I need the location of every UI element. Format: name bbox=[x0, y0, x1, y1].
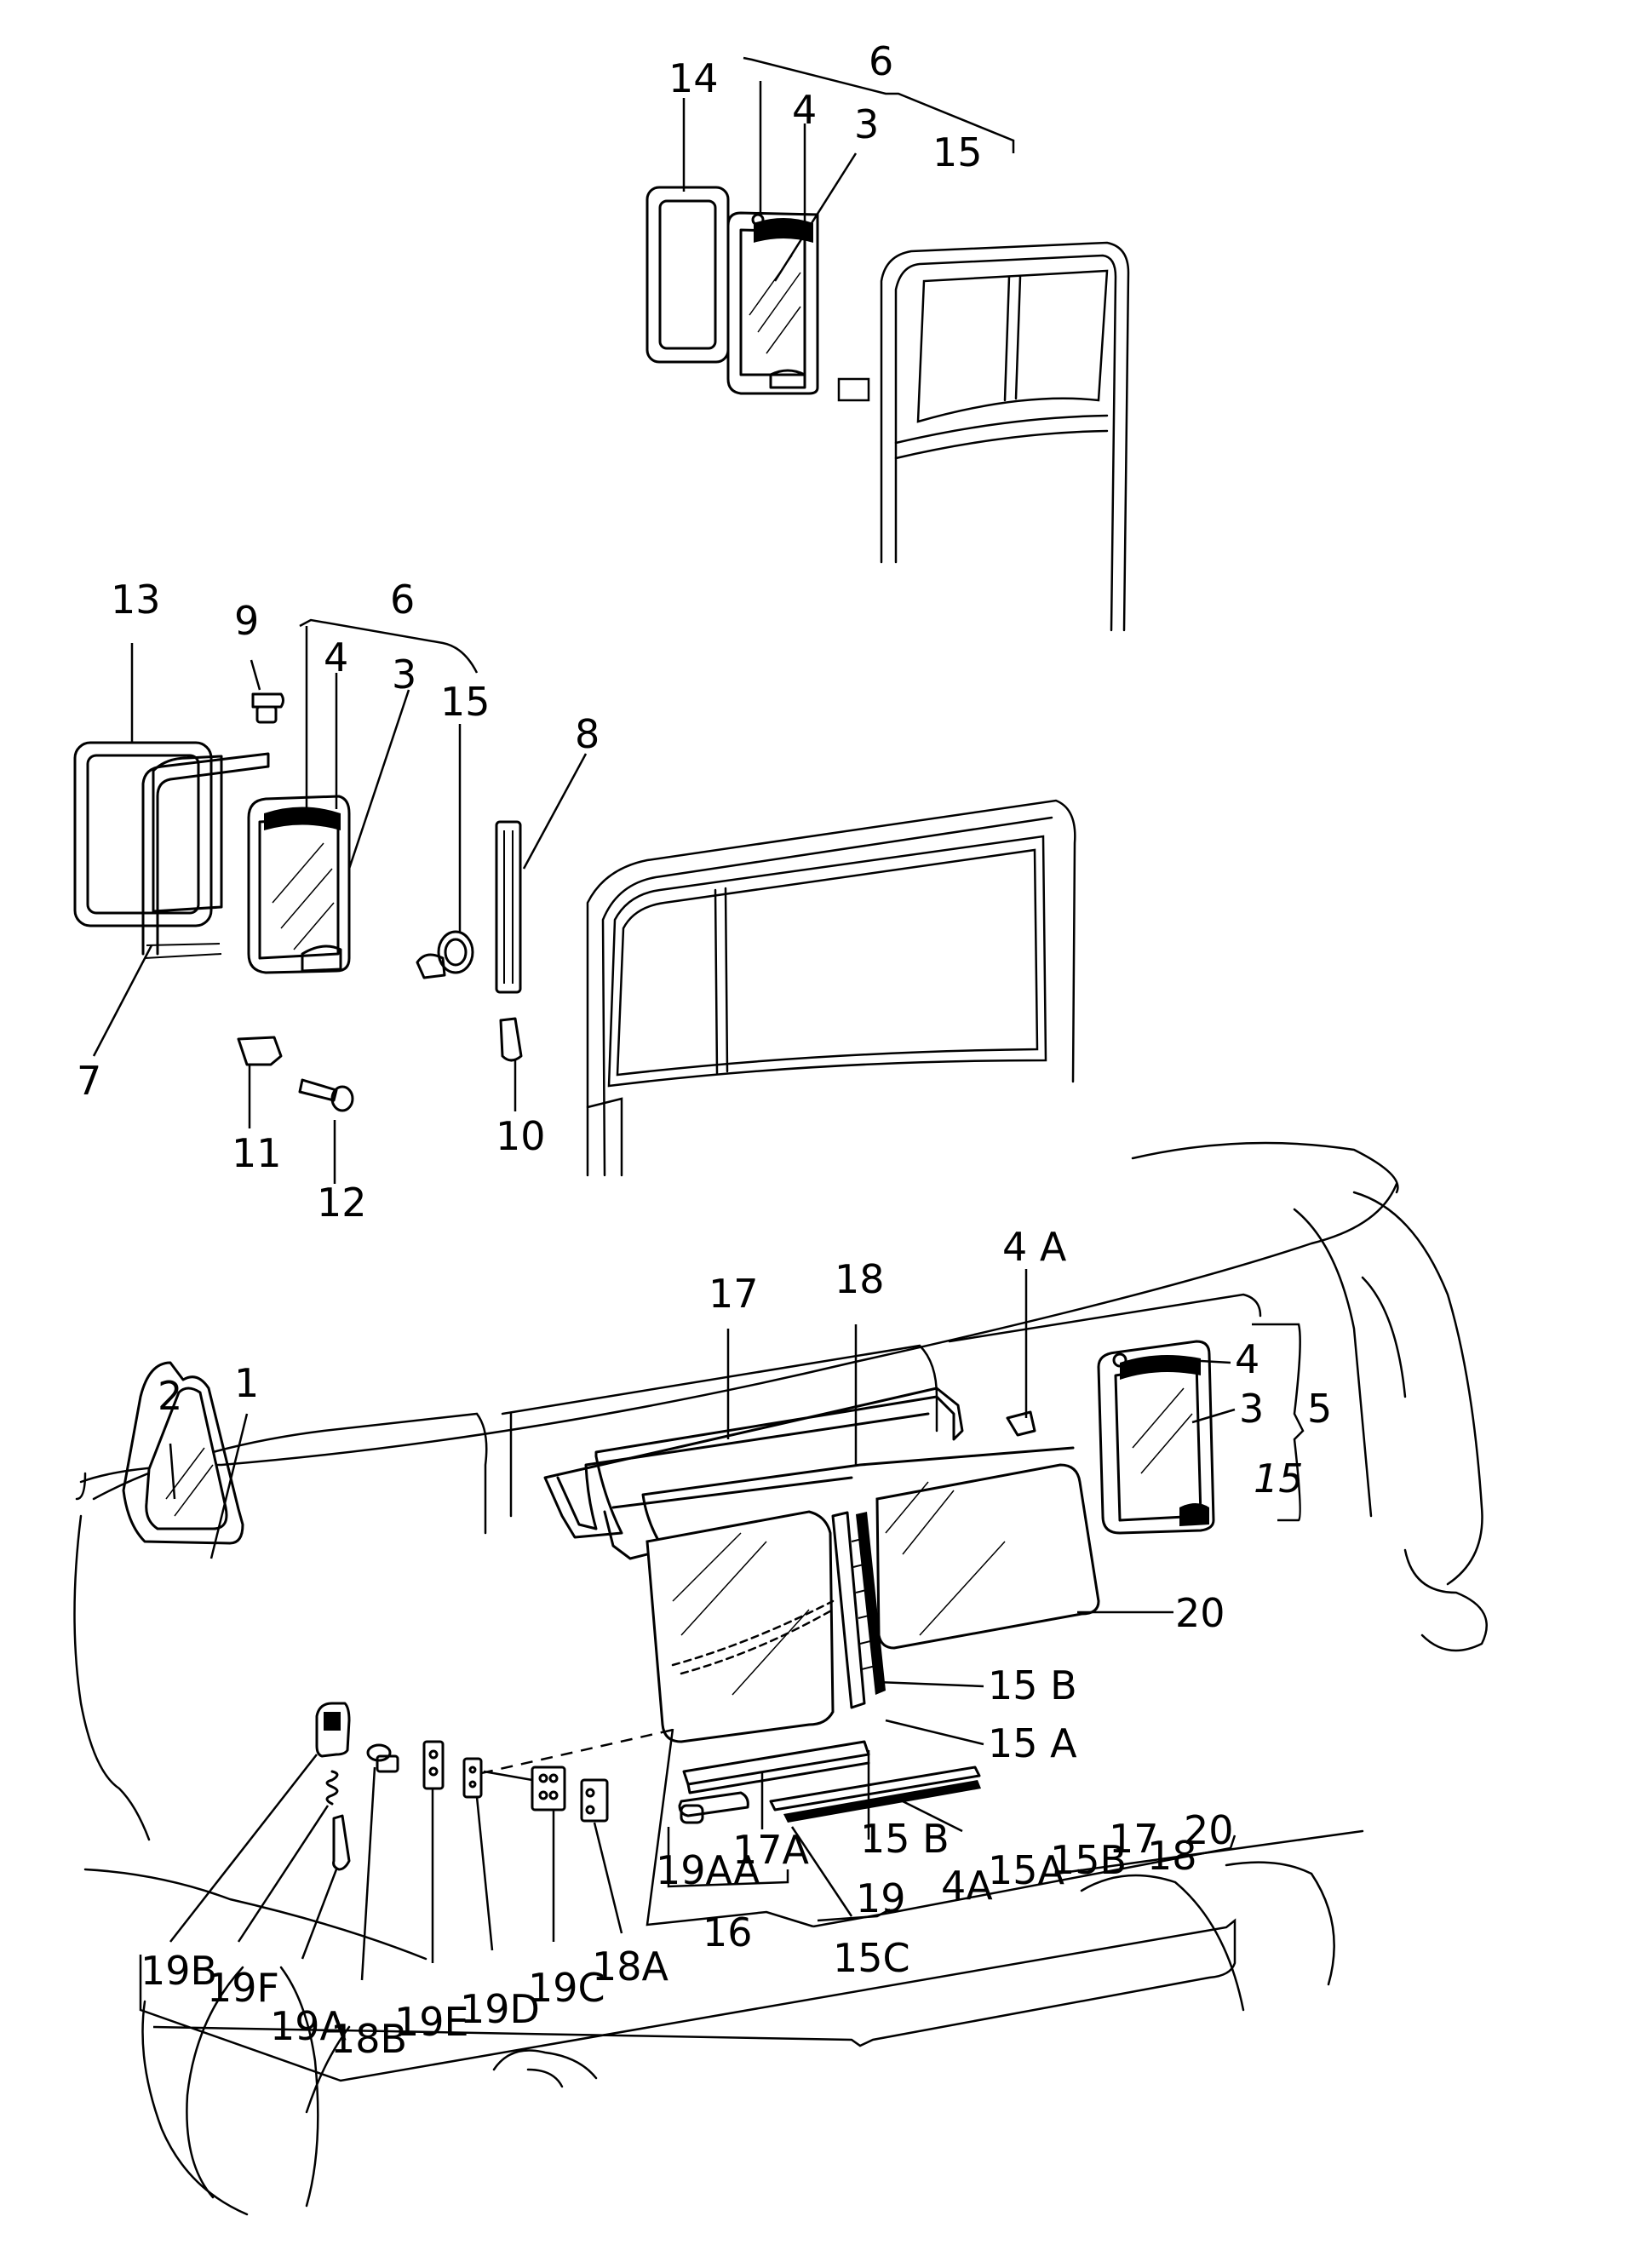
quarter-window-1-2 bbox=[122, 1361, 244, 1545]
bolt-18B bbox=[366, 1743, 399, 1773]
callout-14: 14 bbox=[668, 55, 719, 101]
callout-19E: 19E bbox=[394, 1999, 469, 2045]
callout-4-rear: 4 bbox=[1235, 1336, 1259, 1382]
mid-vehicle-outline bbox=[586, 799, 1076, 1177]
callout-16: 16 bbox=[703, 1909, 753, 1955]
callout-19F: 19F bbox=[207, 1965, 279, 2011]
callout-15C: 15C bbox=[833, 1935, 910, 1981]
track-17A bbox=[682, 1740, 870, 1794]
callout-8: 8 bbox=[575, 711, 600, 757]
callout-19A: 19A bbox=[270, 2003, 347, 2049]
callout-2: 2 bbox=[158, 1373, 182, 1419]
catch-4A bbox=[1006, 1410, 1036, 1437]
callout-18-list: 18 bbox=[1147, 1833, 1197, 1879]
clip-10 bbox=[499, 1017, 523, 1062]
callout-4-top: 4 bbox=[792, 87, 817, 133]
callout-20: 20 bbox=[1175, 1590, 1225, 1636]
strip-15B bbox=[769, 1766, 981, 1823]
track-19AA bbox=[678, 1791, 749, 1824]
callout-15B-list: 15B bbox=[1050, 1837, 1127, 1883]
callout-6-mid: 6 bbox=[390, 577, 415, 623]
mid-frame-seal-7 bbox=[141, 752, 270, 959]
center-post-15A-15B bbox=[831, 1511, 886, 1709]
leader-lines bbox=[92, 56, 1305, 2082]
callout-11: 11 bbox=[232, 1130, 282, 1176]
hinge-19C bbox=[531, 1766, 566, 1812]
callout-15A: 15 A bbox=[988, 1720, 1077, 1766]
van-body-outline bbox=[73, 1141, 1488, 2216]
callout-17A: 17A bbox=[732, 1827, 810, 1873]
callout-18B: 18B bbox=[330, 2016, 407, 2062]
hardware-19B bbox=[315, 1702, 351, 1758]
top-vent-window-6 bbox=[726, 211, 819, 395]
callout-3-rear: 3 bbox=[1239, 1386, 1264, 1432]
callout-13: 13 bbox=[111, 577, 161, 623]
rear-vent-window-5 bbox=[1097, 1340, 1215, 1535]
rail-8 bbox=[495, 820, 522, 994]
upper-door-outline bbox=[837, 241, 1130, 632]
callout-15B-strip: 15 B bbox=[860, 1816, 950, 1862]
callout-19D: 19D bbox=[460, 1986, 540, 2032]
mid-vent-window-6 bbox=[247, 795, 351, 974]
callout-12: 12 bbox=[317, 1180, 367, 1226]
callout-4A-list: 4A bbox=[941, 1863, 993, 1909]
plate-19D bbox=[462, 1757, 483, 1799]
callout-17-list: 17 bbox=[1109, 1816, 1159, 1862]
callout-15-mid: 15 bbox=[440, 679, 491, 725]
callout-15-top: 15 bbox=[932, 129, 983, 175]
callout-15-rear: 15 bbox=[1254, 1456, 1304, 1501]
clip-11 bbox=[237, 1036, 283, 1066]
callout-3-mid: 3 bbox=[392, 652, 416, 698]
callout-19B: 19B bbox=[141, 1948, 217, 1994]
screw-9 bbox=[251, 692, 284, 724]
callout-9: 9 bbox=[234, 598, 259, 644]
callout-19C: 19C bbox=[528, 1965, 605, 2011]
pin-19A bbox=[332, 1814, 351, 1871]
spring-19F bbox=[325, 1770, 339, 1806]
callout-15B: 15 B bbox=[988, 1662, 1077, 1708]
callout-4-mid: 4 bbox=[324, 634, 348, 680]
callout-17: 17 bbox=[709, 1271, 759, 1317]
plate-19E bbox=[422, 1740, 445, 1790]
callout-6-top: 6 bbox=[869, 38, 893, 84]
callout-18: 18 bbox=[835, 1256, 885, 1302]
hinge-18A bbox=[580, 1778, 609, 1823]
fixed-glass-20 bbox=[875, 1463, 1100, 1650]
callout-15A-list: 15A bbox=[988, 1847, 1065, 1893]
callout-19: 19 bbox=[856, 1875, 906, 1921]
callout-20-list: 20 bbox=[1184, 1807, 1234, 1853]
sliding-glass-19 bbox=[645, 1510, 835, 1743]
window-seal-17 bbox=[543, 1387, 964, 1539]
callout-10: 10 bbox=[496, 1113, 546, 1159]
callout-5: 5 bbox=[1307, 1386, 1332, 1432]
callout-19AA: 19AA bbox=[656, 1847, 760, 1893]
callout-7: 7 bbox=[77, 1058, 101, 1104]
screw-12 bbox=[298, 1078, 354, 1112]
callout-3-top: 3 bbox=[854, 101, 879, 147]
callout-4A: 4 A bbox=[1002, 1224, 1067, 1270]
latch-15 bbox=[416, 930, 474, 979]
callout-1: 1 bbox=[234, 1360, 259, 1406]
top-vent-seal-14 bbox=[645, 186, 730, 364]
callout-labels: 14 6 4 3 15 13 9 4 3 6 15 8 7 11 12 10 4… bbox=[77, 38, 1332, 2062]
callout-18A: 18A bbox=[592, 1944, 669, 1990]
